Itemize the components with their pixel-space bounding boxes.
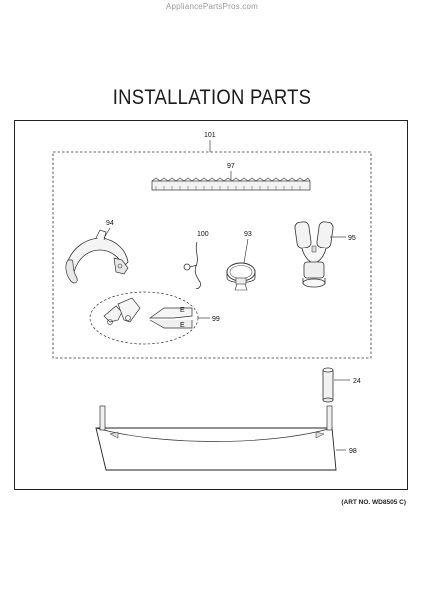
kit-dashed-box <box>52 151 372 359</box>
svg-text:97: 97 <box>227 163 235 170</box>
art-number: (ART NO. WD8505 C) <box>341 499 406 506</box>
part-100-wire[interactable]: 100 <box>183 231 209 289</box>
svg-text:101: 101 <box>204 132 216 139</box>
svg-text:95: 95 <box>348 235 356 242</box>
svg-text:99: 99 <box>212 316 220 323</box>
svg-text:E: E <box>180 322 185 329</box>
part-95-adapter[interactable]: 95 <box>294 221 356 288</box>
part-97-strip[interactable]: 97 <box>151 163 311 191</box>
watermark: AppliancePartsPros.com <box>166 2 258 11</box>
svg-text:24: 24 <box>353 378 361 385</box>
svg-text:93: 93 <box>244 231 252 238</box>
part-98-tub-front[interactable]: 98 <box>95 405 357 471</box>
svg-text:98: 98 <box>349 448 357 455</box>
part-99-clips[interactable]: E E 99 <box>89 291 220 345</box>
part-94-bracket[interactable]: 94 <box>65 220 129 284</box>
svg-text:E: E <box>180 307 185 314</box>
svg-text:94: 94 <box>106 220 114 227</box>
part-93-clamp[interactable]: 93 <box>226 231 256 291</box>
svg-text:100: 100 <box>197 231 209 238</box>
page-title: INSTALLATION PARTS <box>112 86 312 109</box>
diagram-frame <box>14 120 408 490</box>
callout-101[interactable]: 101 <box>204 132 216 152</box>
part-24-tube[interactable]: 24 <box>322 367 361 403</box>
